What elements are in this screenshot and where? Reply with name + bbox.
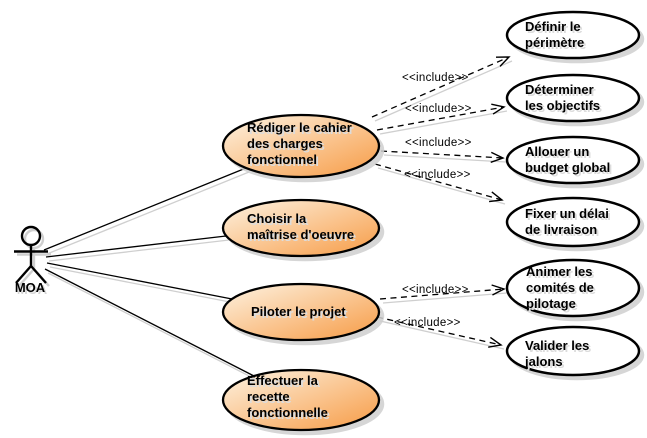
- use-case-ellipse-fixer: [505, 196, 641, 248]
- association-moa-effectuer: [44, 268, 255, 377]
- use-case-ellipse-valider: [505, 325, 641, 377]
- association-moa-choisir: [45, 235, 227, 258]
- include-edge-piloter-valider: [376, 316, 503, 348]
- use-case-ellipse-choisir: [221, 198, 381, 258]
- use-case-ellipse-animer: [505, 258, 641, 318]
- include-edge-rediger-fixer: [374, 163, 504, 203]
- include-edge-rediger-definir: [371, 56, 511, 118]
- included-use-case-nodes: [505, 10, 641, 377]
- use-case-ellipse-rediger: [221, 113, 381, 179]
- use-case-ellipse-piloter: [221, 282, 381, 342]
- use-case-ellipse-definir: [505, 10, 641, 60]
- include-edges: [371, 56, 511, 348]
- include-edge-piloter-animer: [379, 284, 506, 300]
- include-edge-rediger-determiner: [376, 103, 506, 131]
- association-edges: [43, 167, 255, 377]
- actor-moa-figure: [14, 225, 51, 287]
- edge-shadows: [46, 60, 513, 381]
- use-case-ellipse-determiner: [505, 73, 641, 123]
- association-moa-rediger: [43, 167, 247, 251]
- association-moa-piloter: [46, 262, 233, 300]
- include-edge-rediger-allouer: [380, 150, 505, 163]
- actor-leg-left: [15, 265, 32, 284]
- use-case-ellipse-allouer: [505, 135, 641, 185]
- use-case-ellipse-effectuer: [221, 368, 381, 432]
- actor-leg-right: [30, 265, 47, 284]
- primary-use-case-nodes: [221, 113, 381, 432]
